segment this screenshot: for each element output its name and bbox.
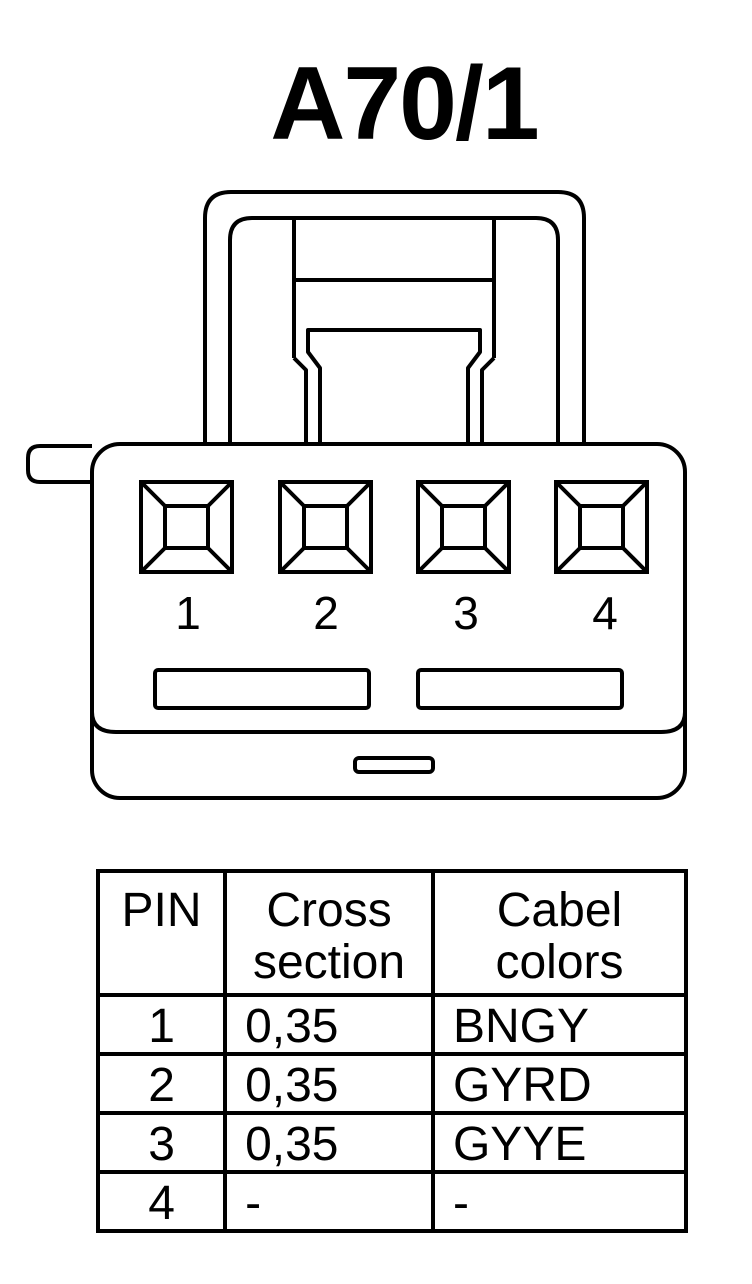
- header-colors-line2: colors: [495, 936, 624, 989]
- cell-pin: 4: [95, 1170, 228, 1233]
- pin-assignment-table: PIN Cross section Cabel colors 1 0,35 BN…: [95, 869, 689, 1233]
- cell-pin: 3: [95, 1111, 228, 1174]
- header-colors-line1: Cabel: [496, 884, 623, 937]
- connector-title: A70/1: [270, 46, 540, 162]
- header-cable-colors: Cabel colors: [430, 869, 689, 997]
- pin-number-3: 3: [453, 587, 479, 639]
- pin-number-2: 2: [313, 587, 339, 639]
- cell-cross-section: -: [223, 1170, 435, 1233]
- keying-slot-right: [416, 668, 624, 710]
- cell-pin: 1: [95, 993, 228, 1056]
- pin-cavity-2: [278, 480, 373, 574]
- cell-pin: 2: [95, 1052, 228, 1115]
- pin-number-4: 4: [592, 587, 618, 639]
- pin-cavity-1: [139, 480, 234, 574]
- connector-latch: [203, 190, 586, 444]
- header-cross-line1: Cross: [266, 884, 392, 937]
- pin-cavity-4: [554, 480, 649, 574]
- cell-cable-color: -: [430, 1170, 689, 1233]
- table-header-row: PIN Cross section Cabel colors: [95, 869, 689, 997]
- table-row: 4 - -: [95, 1170, 689, 1233]
- connector-housing: [90, 442, 687, 800]
- cell-cross-section: 0,35: [223, 1052, 435, 1115]
- table-row: 1 0,35 BNGY: [95, 993, 689, 1056]
- header-pin: PIN: [95, 869, 228, 997]
- connector-diagram: 1 2 3 4: [26, 190, 687, 800]
- bottom-slot: [353, 756, 435, 774]
- header-cross-section: Cross section: [223, 869, 435, 997]
- pin-number-1: 1: [175, 587, 201, 639]
- cell-cross-section: 0,35: [223, 993, 435, 1056]
- header-cross-line2: section: [252, 936, 406, 989]
- cell-cable-color: GYRD: [430, 1052, 689, 1115]
- connector-side-tab: [26, 444, 92, 484]
- keying-slot-left: [153, 668, 371, 710]
- cell-cable-color: BNGY: [430, 993, 689, 1056]
- cell-cross-section: 0,35: [223, 1111, 435, 1174]
- table-row: 2 0,35 GYRD: [95, 1052, 689, 1115]
- table-row: 3 0,35 GYYE: [95, 1111, 689, 1174]
- cell-cable-color: GYYE: [430, 1111, 689, 1174]
- pin-cavity-3: [416, 480, 511, 574]
